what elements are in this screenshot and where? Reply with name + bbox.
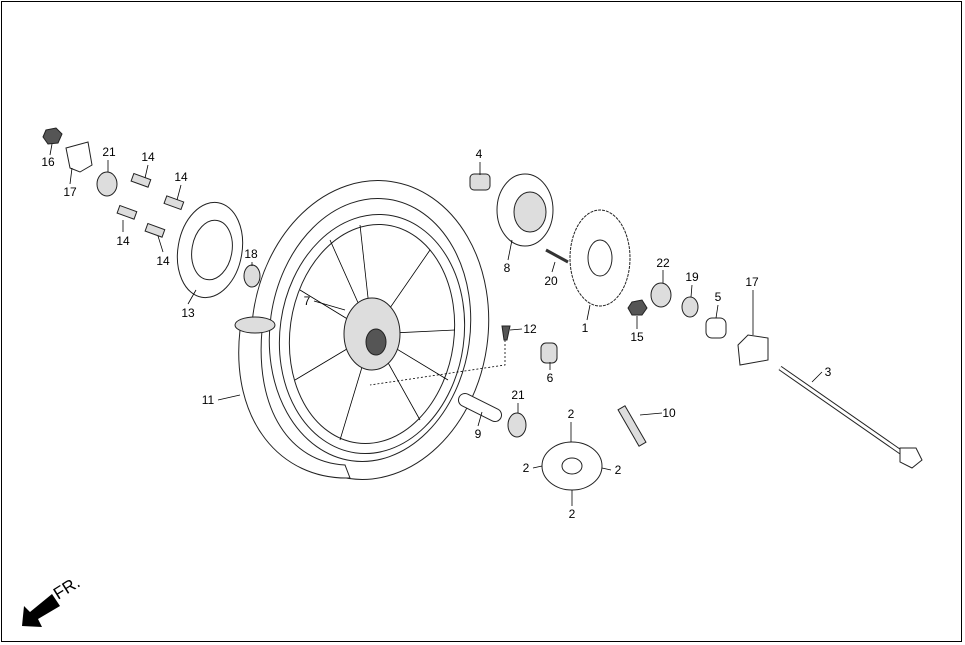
label-17: 17 [63, 185, 77, 199]
label-10: 10 [662, 406, 676, 420]
label-17: 17 [745, 275, 759, 289]
label-20: 20 [544, 274, 558, 288]
bearing-22 [650, 282, 672, 308]
spacer-9 [458, 393, 502, 422]
label-13: 13 [181, 306, 195, 320]
seal-18 [243, 264, 261, 288]
label-21: 21 [511, 388, 525, 402]
label-16: 16 [41, 155, 55, 169]
brake-disc-13 [176, 201, 244, 299]
adjuster-17-right [737, 334, 769, 366]
stud-20 [545, 248, 569, 264]
label-21: 21 [102, 145, 116, 159]
adjuster-17-left [65, 141, 93, 173]
seal-19 [681, 296, 699, 318]
label-4: 4 [476, 147, 483, 161]
bearing-21-right [507, 412, 527, 438]
key-10 [617, 405, 647, 447]
damper-2 [541, 441, 603, 491]
label-2: 2 [523, 461, 530, 475]
label-19: 19 [685, 270, 699, 284]
label-14: 14 [156, 254, 170, 268]
nut-16 [42, 127, 63, 145]
arrow-icon [22, 594, 60, 627]
label-3: 3 [825, 365, 832, 379]
label-15: 15 [630, 330, 644, 344]
label-8: 8 [504, 261, 511, 275]
label-18: 18 [244, 247, 258, 261]
label-2: 2 [615, 463, 622, 477]
label-2: 2 [569, 507, 576, 521]
valve-12 [501, 325, 511, 341]
nut-15 [627, 299, 648, 316]
label-12: 12 [523, 322, 537, 336]
collar-5 [705, 317, 727, 339]
bearing-21-left [96, 171, 118, 197]
label-6: 6 [547, 371, 554, 385]
leader-lines [49, 143, 823, 506]
collar-4 [469, 173, 491, 191]
axle-3 [778, 365, 923, 469]
label-7: 7 [304, 294, 311, 308]
label-14: 14 [174, 170, 188, 184]
label-22: 22 [656, 256, 670, 270]
label-5: 5 [715, 290, 722, 304]
part-labels: 16 17 21 14 14 14 14 13 18 7 11 4 8 20 1… [41, 145, 831, 521]
label-1: 1 [582, 321, 589, 335]
sprocket-1 [569, 209, 631, 307]
sprocket-hub-8 [496, 173, 554, 247]
label-9: 9 [475, 427, 482, 441]
bolts-14 [116, 172, 185, 238]
wheel-rim [278, 213, 466, 455]
label-2: 2 [568, 407, 575, 421]
front-direction-arrow: FR. [22, 573, 83, 627]
label-14: 14 [116, 234, 130, 248]
label-14: 14 [141, 150, 155, 164]
label-11: 11 [202, 393, 215, 407]
collar-6 [540, 342, 558, 364]
